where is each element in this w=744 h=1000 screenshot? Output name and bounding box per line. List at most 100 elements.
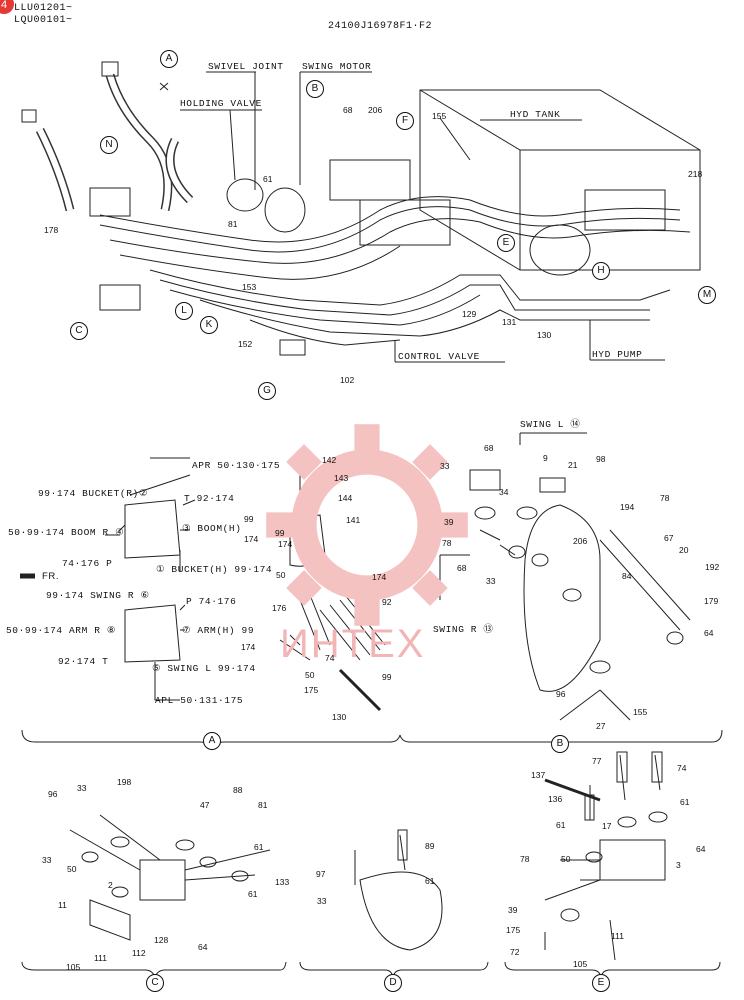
part-number: 81 [228,219,238,229]
part-number: 68 [343,105,353,115]
part-number: 67 [664,533,674,543]
watermark-text: ИНТЕХ [280,622,426,666]
part-number: 96 [556,689,566,699]
part-number: 39 [444,517,454,527]
part-number: 50 [305,670,315,680]
part-number: 176 [272,603,287,613]
part-number: 68 [457,563,467,573]
part-number: 175 [506,925,521,935]
label-swivel-joint: SWIVEL JOINT [208,61,284,72]
part-number: 61 [248,889,258,899]
part-number: 92 [382,597,392,607]
part-number: 111 [94,953,107,963]
part-number: 33 [317,896,327,906]
part-number: 61 [254,842,264,852]
watermark-gear-logo [266,424,468,626]
page-badge: 4 [0,0,14,14]
part-number: 78 [520,854,530,864]
part-number: 61 [680,797,690,807]
part-number: 88 [233,785,243,795]
part-number: 97 [316,869,326,879]
part-number: 77 [592,756,602,766]
label-swing-r: 99·174 SWING R ⑥ [46,590,150,601]
view-marker-f: F [396,112,414,130]
part-number: 178 [44,225,59,235]
label-fr: FR. [42,571,60,582]
part-number: 206 [368,105,383,115]
part-number: 99 [382,672,392,682]
label-arm-r: 50·99·174 ARM R ⑧ [6,625,116,636]
label-arm-h-num2: 174 [241,642,256,652]
view-marker-n: N [100,136,118,154]
label-arm-h: ⑦ ARM(H) 99 [182,625,255,636]
part-number: 72 [510,947,520,957]
serial-range-2: LQU00101~ [14,15,73,26]
part-number: 218 [688,169,703,179]
view-marker-c: C [70,322,88,340]
label-t-top: T 92·174 [184,493,235,504]
label-swing-motor: SWING MOTOR [302,61,372,72]
label-p-left: 74·176 P [62,558,113,569]
part-number: 33 [486,576,496,586]
section-caption-c: C [146,974,164,992]
part-number: 152 [238,339,253,349]
section-caption-e: E [592,974,610,992]
view-marker-m: M [698,286,716,304]
part-number: 11 [58,900,67,910]
part-number: 174 [372,572,387,582]
part-number: 33 [77,783,87,793]
part-number: 61 [425,876,435,886]
part-number: 20 [679,545,689,555]
section-caption-b: B [551,735,569,753]
part-number: 34 [499,487,509,497]
part-number: 153 [242,282,257,292]
part-number: 61 [556,820,566,830]
label-hyd-tank: HYD TANK [510,109,561,120]
part-number: 84 [622,571,632,581]
part-number: 112 [132,948,146,958]
part-number: 99 [275,528,285,538]
part-number: 129 [462,309,477,319]
part-number: 174 [278,539,293,549]
section-caption-a: A [203,732,221,750]
part-number: 50 [561,854,571,864]
view-marker-b: B [306,80,324,98]
part-number: 9 [543,453,548,463]
label-b-swing-r: SWING R ⑬ [433,624,494,635]
part-number: 33 [42,855,52,865]
label-apl: APL 50·131·175 [155,695,244,706]
diagram-code: 24100J16978F1·F2 [328,21,433,32]
part-number: 105 [573,959,588,969]
part-number: 142 [322,455,337,465]
part-number: 50 [67,864,77,874]
part-number: 78 [442,538,452,548]
part-number: 39 [508,905,518,915]
part-number: 98 [596,454,606,464]
part-number: 74 [677,763,687,773]
section-caption-d: D [384,974,402,992]
part-number: 17 [602,821,612,831]
part-number: 111 [611,931,624,941]
part-number: 137 [531,770,546,780]
label-swing-l: ⑤ SWING L 99·174 [152,663,256,674]
part-number: 198 [117,777,132,787]
part-number: 74 [325,653,335,663]
part-number: 130 [537,330,552,340]
part-number: 206 [573,536,588,546]
part-number: 21 [568,460,578,470]
view-marker-e: E [497,234,515,252]
part-number: 155 [432,111,447,121]
label-bucket-r: 99·174 BUCKET(R)② [38,488,148,499]
view-marker-k: K [200,316,218,334]
part-number: 131 [502,317,517,327]
part-number: 130 [332,712,347,722]
view-marker-a: A [160,50,178,68]
part-number: 105 [66,962,81,972]
part-number: 64 [198,942,208,952]
part-number: 194 [620,502,635,512]
label-b-swing-l: SWING L ⑭ [520,419,581,430]
part-number: 144 [338,493,353,503]
part-number: 89 [425,841,435,851]
